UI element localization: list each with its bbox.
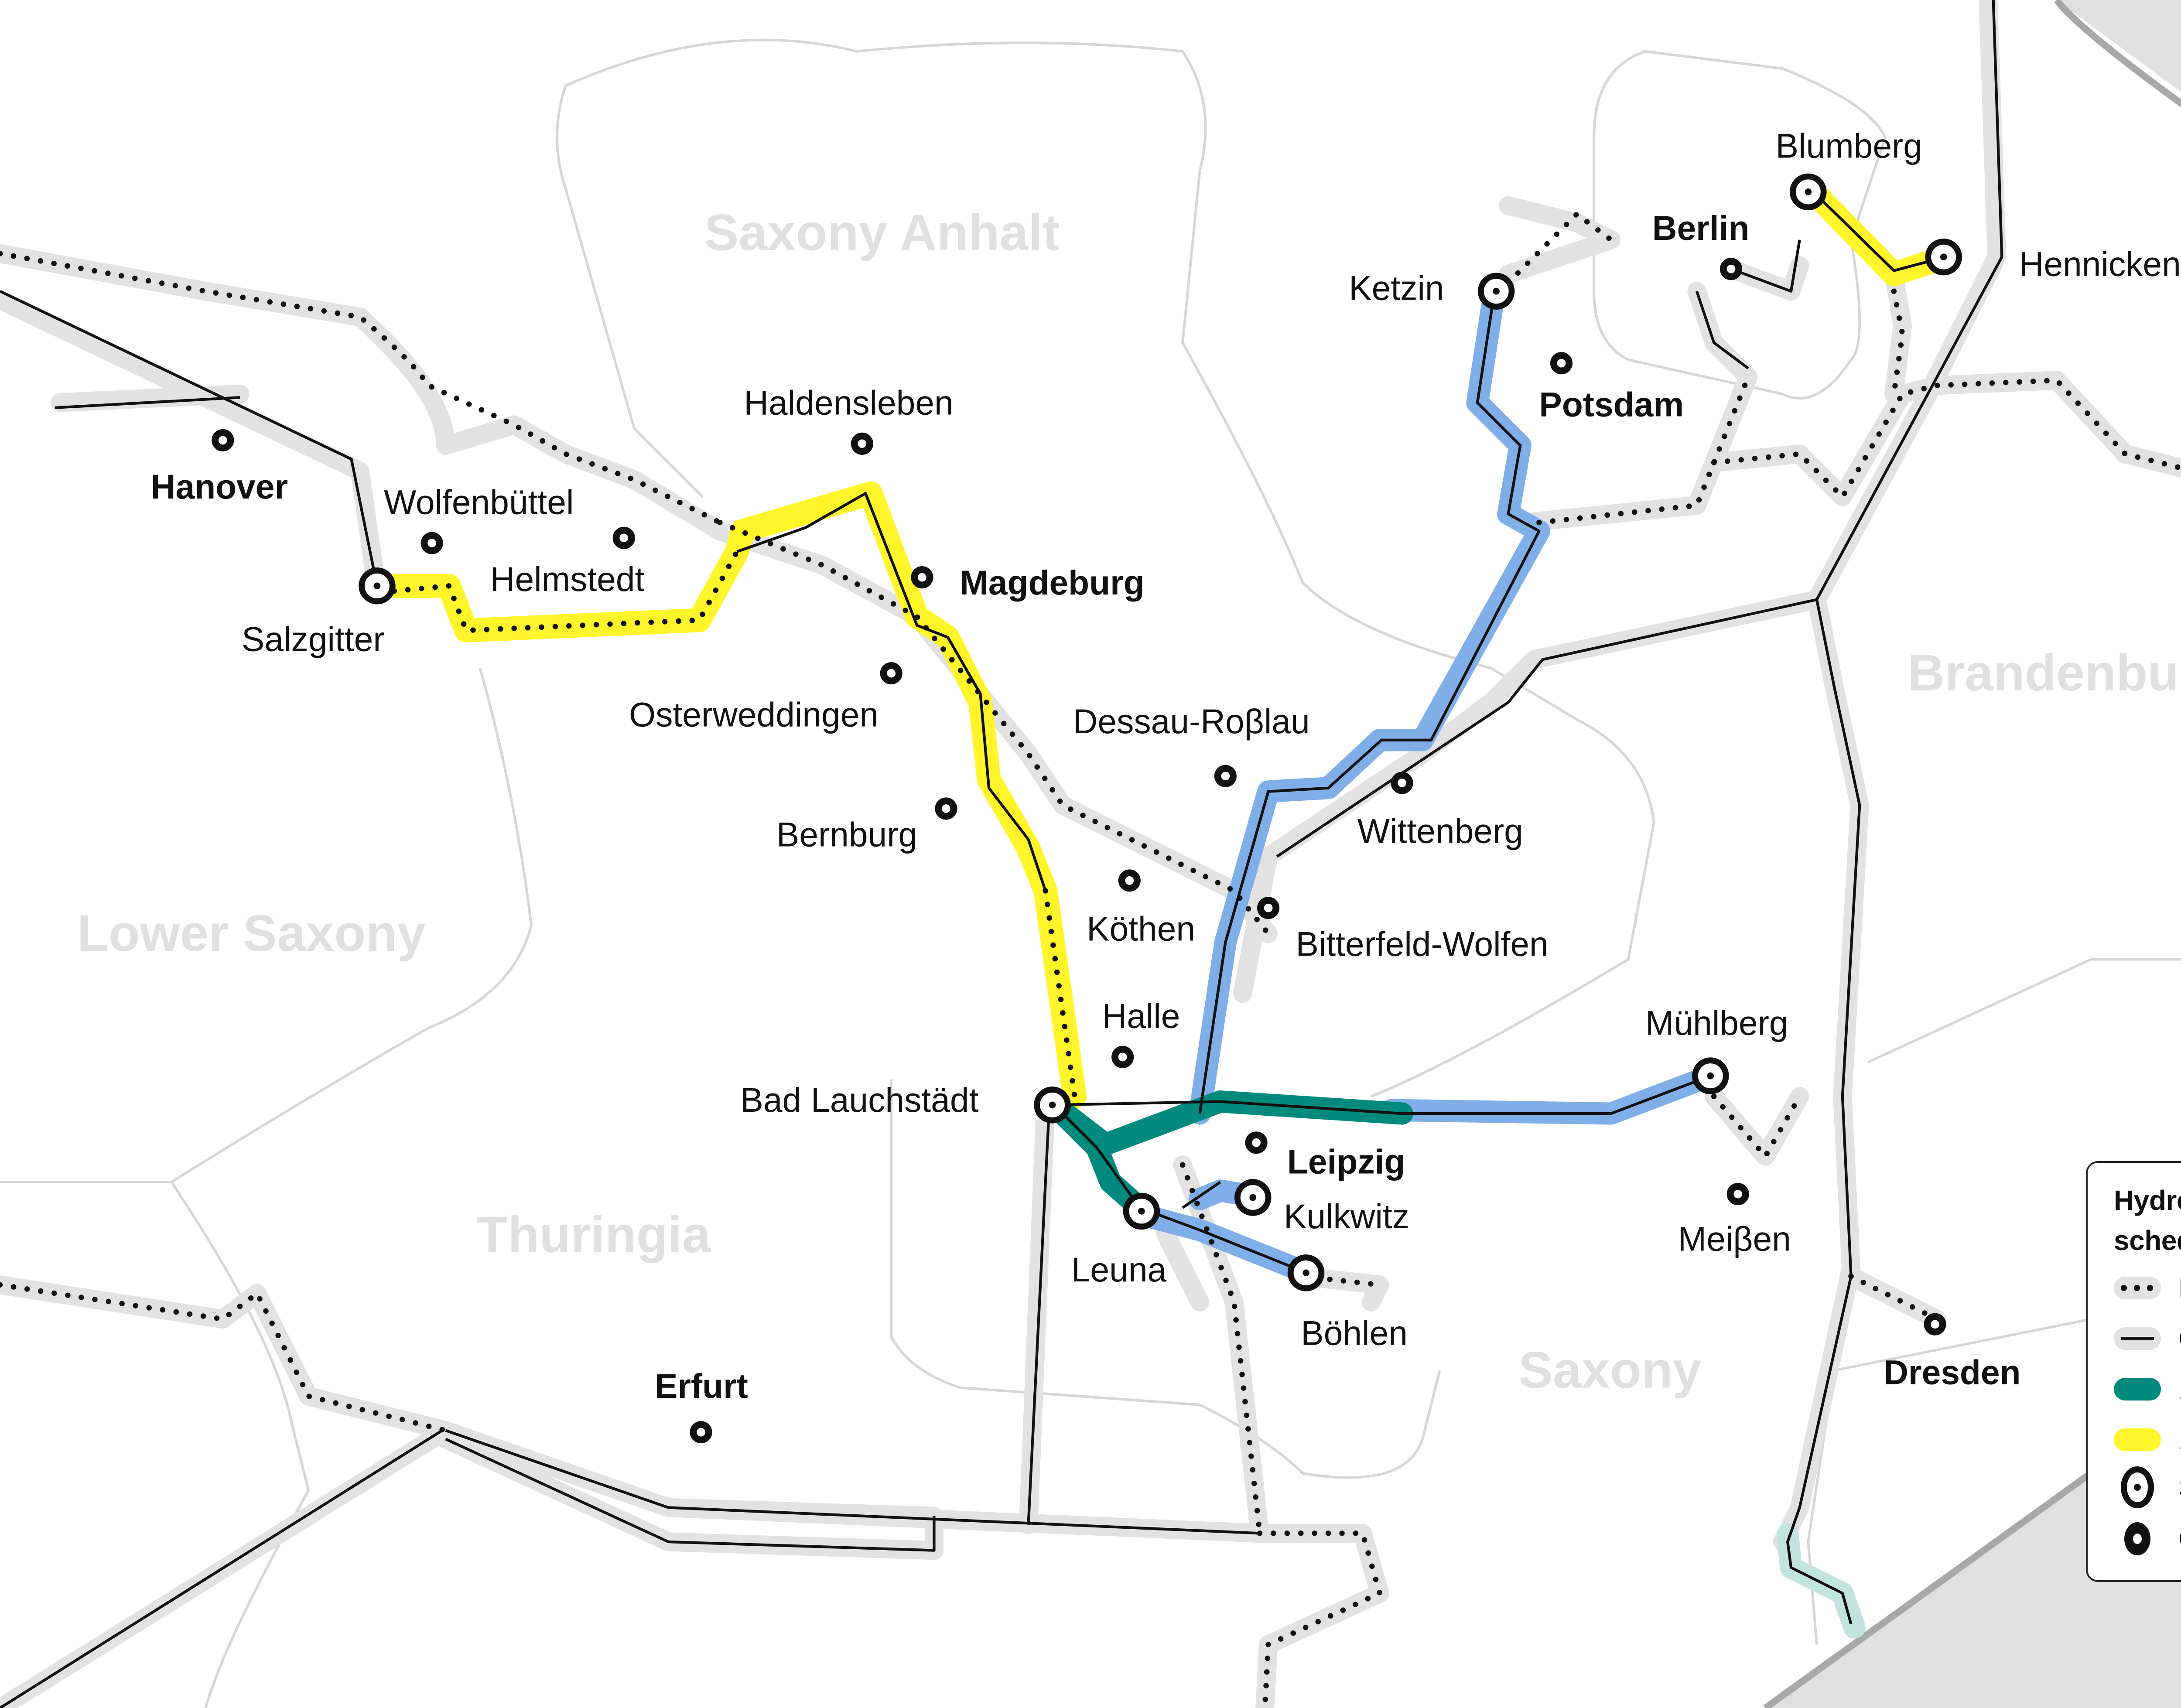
station-kulkwitz[interactable] [1234,1179,1272,1216]
station-icon [2114,1464,2161,1511]
station-ketzin[interactable] [1477,273,1515,310]
legend-row-12-2029: 12/2029 [2114,1424,2181,1456]
solid-line-icon [2114,1327,2161,1350]
city-dots[interactable] [212,258,1946,1444]
legend-label: City [2178,1523,2181,1555]
city-dresden[interactable] [1924,1313,1946,1336]
label-leuna: Leuna [1071,1250,1167,1289]
station-muehlberg[interactable] [1692,1057,1729,1094]
station-salzgitter[interactable] [359,567,396,605]
city-haldensleben[interactable] [851,432,873,455]
legend-title-line1: Hydrogen core network – [2114,1185,2181,1216]
city-koethen[interactable] [1118,869,1141,892]
legend-title-line2: scheduled transport readiness [2114,1225,2181,1256]
label-salzgitter: Salzgitter [242,620,384,659]
legend-row-12-2027: 12/2027 [2114,1373,2181,1405]
label-blumberg: Blumberg [1776,126,1922,165]
region-label-saxony-anhalt: Saxony Anhalt [704,203,1060,261]
label-hanover: Hanover [151,468,288,506]
city-bernburg[interactable] [935,797,957,820]
label-potsdam: Potsdam [1539,385,1684,424]
state-boundaries [0,38,2181,1708]
legend-row-new-construction: New construction [2114,1272,2181,1304]
station-blumberg[interactable] [1790,173,1827,211]
label-dresden: Dresden [1884,1353,2020,1392]
city-berlin[interactable] [1720,258,1743,280]
city-dot-icon [2114,1521,2161,1556]
legend-label: Conversion lines [2178,1322,2181,1355]
city-dessau[interactable] [1214,765,1237,787]
region-label-lower-saxony: Lower Saxony [77,904,426,962]
label-magdeburg: Magdeburg [960,564,1144,602]
label-leipzig: Leipzig [1287,1143,1405,1181]
legend-title: Hydrogen core network – scheduled transp… [2114,1180,2181,1261]
label-muehlberg: Mühlberg [1645,1004,1788,1042]
station-leuna[interactable] [1123,1192,1160,1230]
yellow-swatch-icon [2114,1428,2161,1451]
conversion-lines [0,0,2003,1708]
label-berlin: Berlin [1652,209,1750,247]
city-leipzig[interactable] [1245,1131,1268,1154]
station-bad-lauchstaedt[interactable] [1034,1086,1071,1124]
label-dessau: Dessau-Roβlau [1073,702,1310,741]
city-bitterfeld[interactable] [1257,897,1280,919]
legend-row-station: Station / gas node [2114,1464,2181,1511]
station-nodes[interactable] [359,173,1962,1291]
label-ketzin: Ketzin [1349,269,1444,307]
legend-label: 12/2029 [2178,1424,2181,1456]
label-helmstedt: Helmstedt [490,560,645,598]
legend-row-city: City [2114,1521,2181,1556]
city-osterweddingen[interactable] [880,662,902,685]
legend-row-conversion: Conversion lines [2114,1322,2181,1355]
label-osterweddingen: Osterweddingen [629,695,879,734]
city-halle[interactable] [1111,1045,1134,1068]
label-kulkwitz: Kulkwitz [1284,1197,1409,1236]
station-hennickendorf[interactable] [1925,238,1962,276]
label-halle: Halle [1102,997,1180,1035]
city-potsdam[interactable] [1550,352,1573,375]
label-boehlen: Böhlen [1301,1314,1408,1352]
city-meissen[interactable] [1726,1183,1749,1206]
region-label-brandenburg: Brandenburg [1908,644,2181,701]
label-haldensleben: Haldensleben [744,384,953,422]
label-hennickendorf: Hennickendorf [2019,245,2181,283]
label-wittenberg: Wittenberg [1357,812,1523,850]
national-border [1763,0,2181,1708]
city-hanover[interactable] [212,429,234,451]
teal-swatch-icon [2114,1378,2161,1401]
dotted-line-icon [2114,1277,2161,1299]
label-koethen: Köthen [1087,909,1195,948]
region-label-saxony: Saxony [1518,1341,1701,1399]
label-wolfenbuettel: Wolfenbüttel [384,483,574,521]
label-bernburg: Bernburg [776,815,917,854]
label-meissen: Meiβen [1678,1220,1791,1258]
new-construction-dots [0,210,2181,1708]
city-magdeburg[interactable] [911,566,933,589]
legend-label: Station / gas node [2178,1471,2181,1503]
label-bad-lauchstaedt: Bad Lauchstädt [740,1081,978,1119]
region-label-thuringia: Thuringia [476,1206,711,1263]
city-erfurt[interactable] [690,1421,712,1444]
legend-label: New construction [2178,1272,2181,1304]
city-wolfenbuettel[interactable] [420,532,443,554]
station-boehlen[interactable] [1287,1254,1325,1291]
city-helmstedt[interactable] [612,526,635,549]
label-erfurt: Erfurt [655,1367,748,1405]
city-wittenberg[interactable] [1391,772,1413,794]
legend: Hydrogen core network – scheduled transp… [2086,1161,2181,1582]
label-bitterfeld: Bitterfeld-Wolfen [1296,925,1548,963]
legend-label: 12/2027 [2178,1373,2181,1405]
